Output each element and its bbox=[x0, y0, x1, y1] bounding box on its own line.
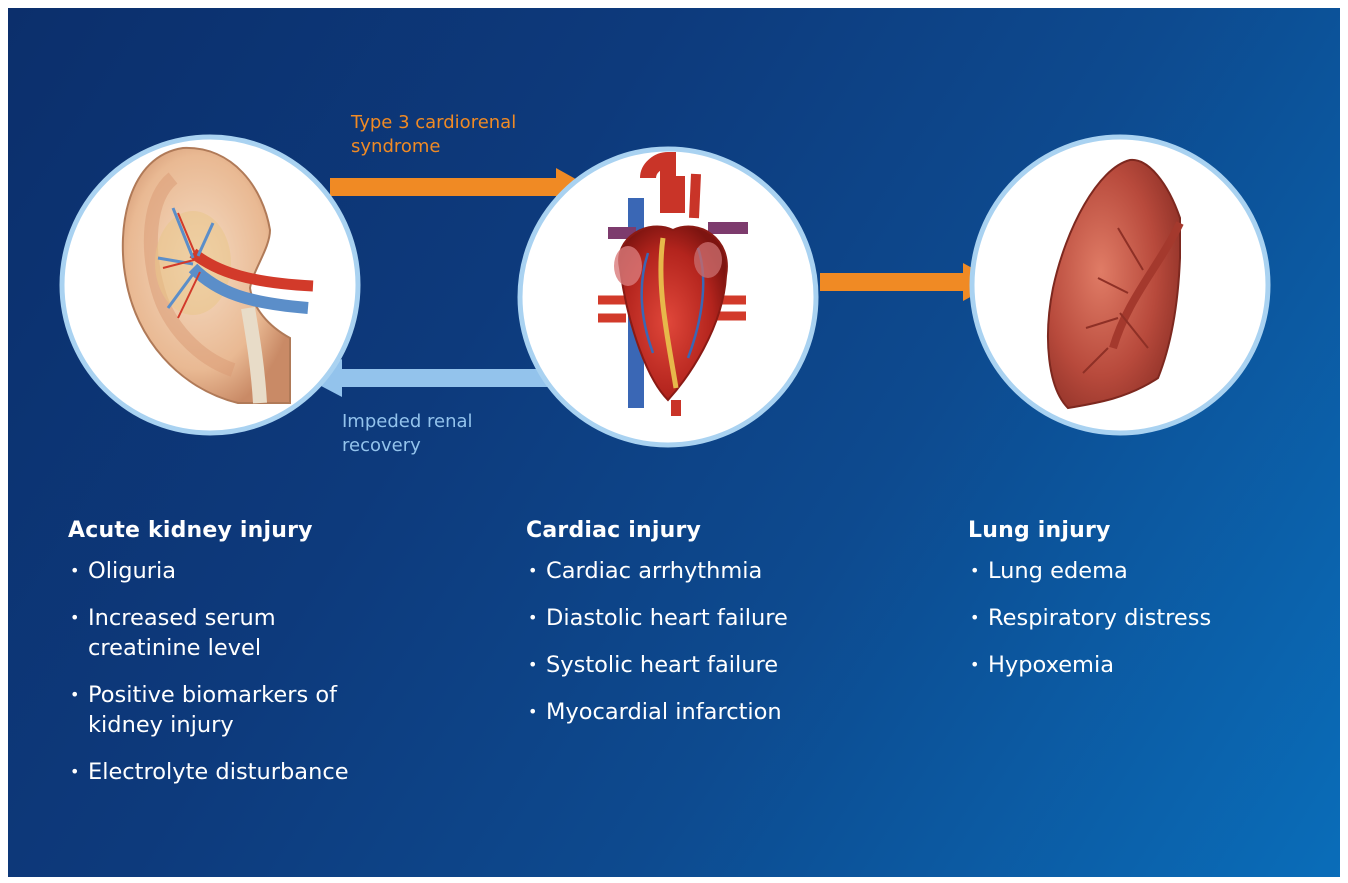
forward-label-line-1: Type 3 cardiorenal bbox=[351, 111, 516, 135]
cardiac-injury-heading: Cardiac injury bbox=[526, 516, 886, 546]
return-label-line-1: Impeded renal bbox=[342, 410, 473, 434]
forward-arrow-kidney-to-heart bbox=[330, 168, 590, 206]
lung-injury-heading: Lung injury bbox=[968, 516, 1328, 546]
list-item: Respiratory distress bbox=[968, 603, 1328, 633]
cardiac-injury-column: Cardiac injury Cardiac arrhythmia Diasto… bbox=[526, 516, 886, 744]
list-item: Diastolic heart failure bbox=[526, 603, 886, 633]
return-arrow-label: Impeded renal recovery bbox=[342, 410, 473, 458]
list-item: Increased serum creatinine level bbox=[68, 603, 318, 663]
kidney-injury-column: Acute kidney injury Oliguria Increased s… bbox=[68, 516, 428, 804]
forward-arrow-label: Type 3 cardiorenal syndrome bbox=[351, 111, 516, 159]
kidney-circle bbox=[62, 137, 358, 433]
list-item: Hypoxemia bbox=[968, 650, 1328, 680]
organ-flow-graphic bbox=[8, 8, 1340, 528]
heart-circle bbox=[520, 149, 816, 445]
list-item: Oliguria bbox=[68, 556, 428, 586]
lung-circle bbox=[972, 137, 1268, 433]
list-item: Lung edema bbox=[968, 556, 1328, 586]
list-item: Systolic heart failure bbox=[526, 650, 886, 680]
cardiac-injury-list: Cardiac arrhythmia Diastolic heart failu… bbox=[526, 556, 886, 727]
kidney-injury-heading: Acute kidney injury bbox=[68, 516, 428, 546]
return-arrow-heart-to-kidney bbox=[306, 359, 553, 397]
diagram-panel: Type 3 cardiorenal syndrome Impeded rena… bbox=[8, 8, 1340, 877]
lung-injury-list: Lung edema Respiratory distress Hypoxemi… bbox=[968, 556, 1328, 680]
list-item: Positive biomarkers of kidney injury bbox=[68, 680, 388, 740]
kidney-injury-list: Oliguria Increased serum creatinine leve… bbox=[68, 556, 428, 787]
lung-injury-column: Lung injury Lung edema Respiratory distr… bbox=[968, 516, 1328, 697]
forward-label-line-2: syndrome bbox=[351, 135, 516, 159]
list-item: Cardiac arrhythmia bbox=[526, 556, 886, 586]
return-label-line-2: recovery bbox=[342, 434, 473, 458]
list-item: Electrolyte disturbance bbox=[68, 757, 428, 787]
list-item: Myocardial infarction bbox=[526, 697, 886, 727]
